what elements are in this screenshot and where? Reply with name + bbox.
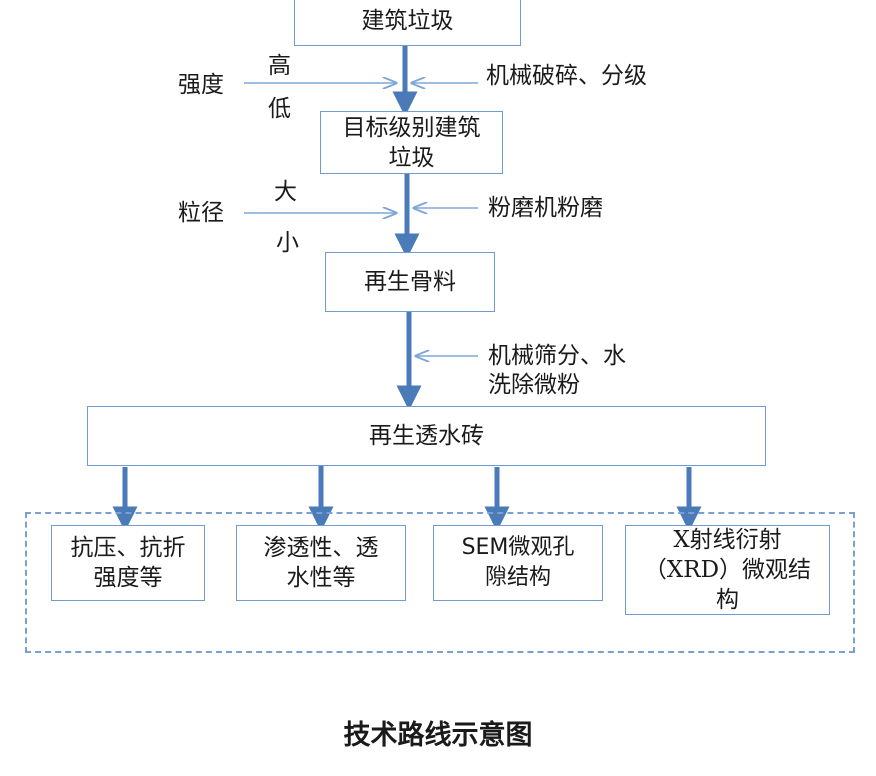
node-permeable-brick: 再生透水砖 <box>87 406 766 466</box>
label-strength: 强度 <box>178 72 224 98</box>
label-high: 高 <box>268 53 291 79</box>
node-test-xrd-label: X射线衍射（XRD）微观结构 <box>643 527 812 613</box>
node-test-permeability: 渗透性、透水性等 <box>236 525 406 601</box>
process-grind: 粉磨机粉磨 <box>488 195 603 221</box>
node-test-strength-label: 抗压、抗折强度等 <box>70 535 186 591</box>
node-test-permeability-label: 渗透性、透水性等 <box>263 535 379 591</box>
process-crush: 机械破碎、分级 <box>486 63 647 89</box>
diagram-caption: 技术路线示意图 <box>343 720 533 751</box>
node-recycled-aggregate: 再生骨料 <box>325 252 495 312</box>
process-screen-line2: 洗除微粉 <box>488 372 580 398</box>
tests-group-frame <box>25 512 855 653</box>
node-test-xrd: X射线衍射（XRD）微观结构 <box>625 525 830 615</box>
node-recycled-aggregate-label: 再生骨料 <box>364 269 456 295</box>
label-large: 大 <box>274 179 297 205</box>
label-low: 低 <box>268 96 291 122</box>
node-target-waste-label: 目标级别建筑垃圾 <box>342 114 481 171</box>
process-screen-line1: 机械筛分、水 <box>488 343 626 369</box>
node-construction-waste: 建筑垃圾 <box>294 0 521 46</box>
label-grain-size: 粒径 <box>178 200 224 226</box>
node-permeable-brick-label: 再生透水砖 <box>369 423 484 449</box>
label-small: 小 <box>276 230 299 256</box>
node-target-waste: 目标级别建筑垃圾 <box>320 111 503 174</box>
node-construction-waste-label: 建筑垃圾 <box>361 8 454 34</box>
node-test-sem: SEM微观孔隙结构 <box>433 525 603 601</box>
node-test-strength: 抗压、抗折强度等 <box>51 525 205 601</box>
node-test-sem-label: SEM微观孔隙结构 <box>461 535 575 590</box>
